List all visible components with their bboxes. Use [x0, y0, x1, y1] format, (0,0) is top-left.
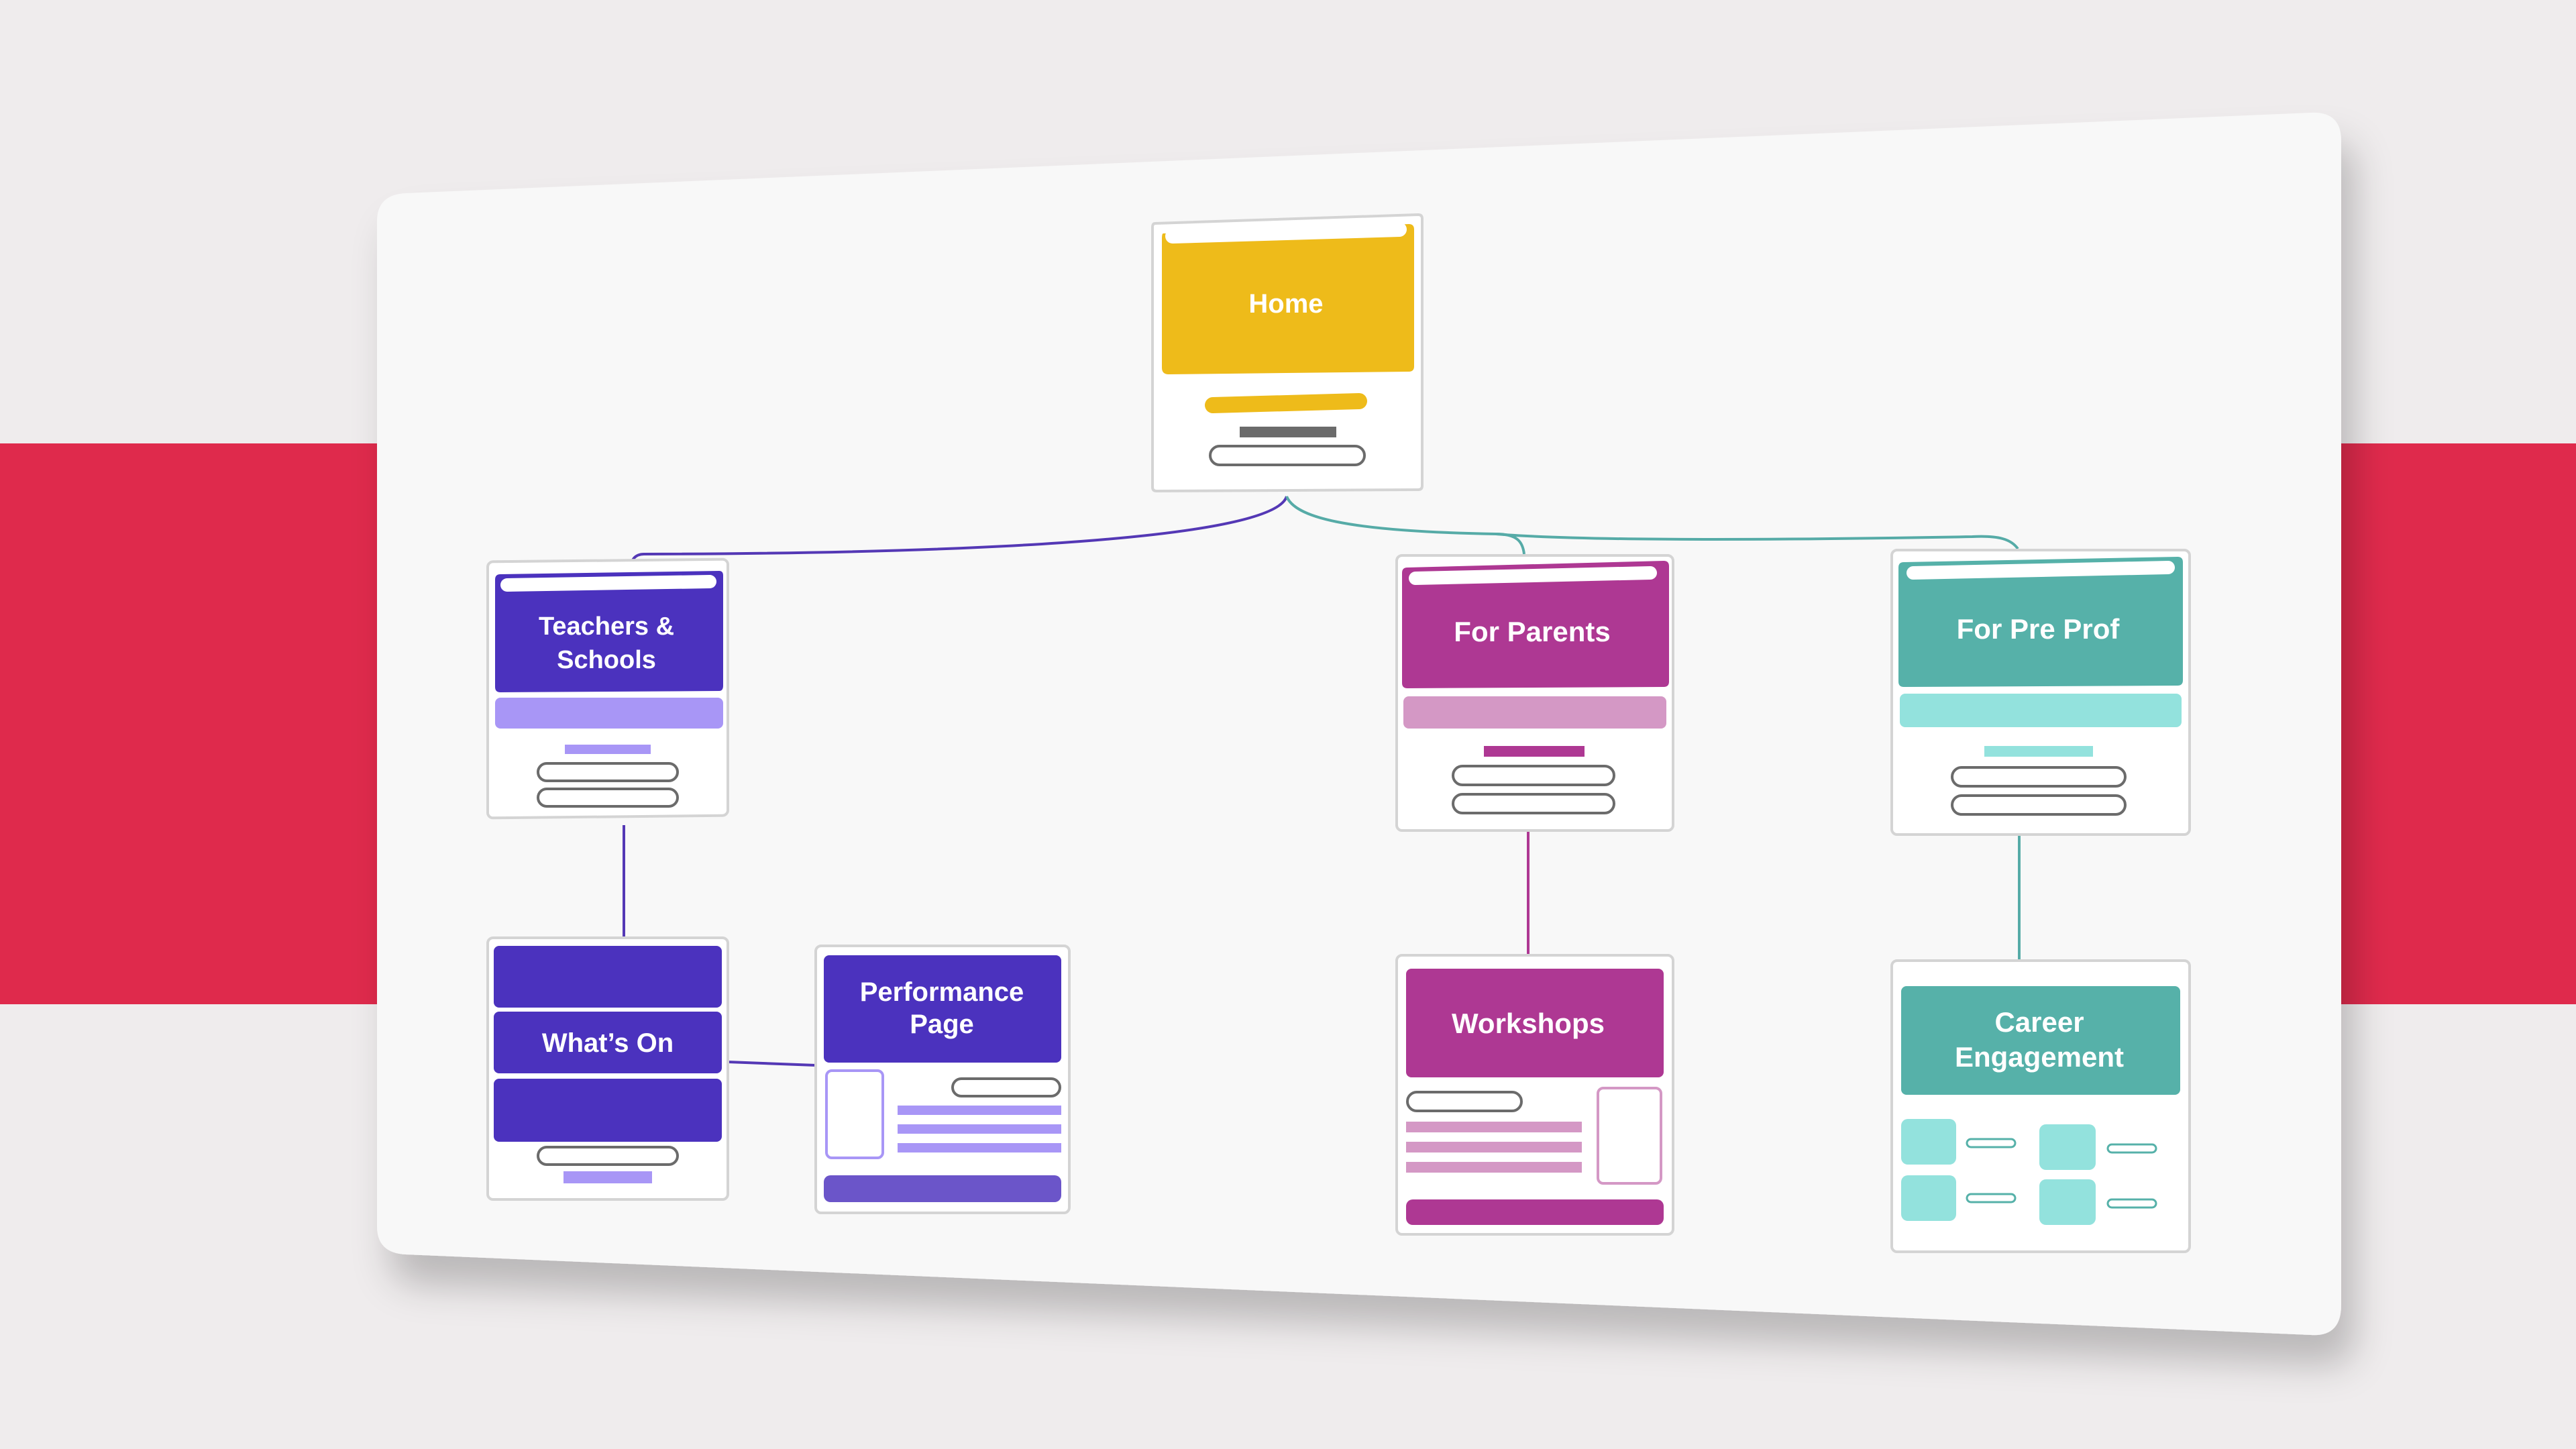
connector-parents-preprof	[1495, 533, 2019, 550]
node-career-engagement[interactable]: Career Engagement	[1890, 959, 2191, 1253]
performance-label-line2: Page	[910, 1010, 974, 1039]
workshops-label: Workshops	[1452, 1008, 1605, 1039]
teachers-label-line1: Teachers &	[539, 612, 674, 641]
node-performance-page[interactable]: Performance Page	[814, 945, 1071, 1214]
connector-lines	[623, 496, 2021, 1067]
node-whats-on[interactable]: What’s On	[486, 936, 729, 1201]
performance-label-line1: Performance	[860, 977, 1024, 1007]
node-teachers-schools[interactable]: Teachers & Schools	[486, 557, 729, 820]
career-label-line1: Career	[1994, 1006, 2084, 1038]
node-for-pre-prof[interactable]: For Pre Prof	[1890, 549, 2191, 836]
parents-label: For Parents	[1454, 616, 1610, 647]
home-label: Home	[1248, 289, 1323, 319]
whatson-label: What’s On	[542, 1028, 674, 1058]
career-label-line2: Engagement	[1955, 1041, 2124, 1073]
connector-home-parents	[1285, 496, 1525, 555]
node-for-parents[interactable]: For Parents	[1395, 554, 1674, 832]
connector-whatson-performance	[727, 1061, 816, 1067]
connector-home-teachers	[629, 496, 1288, 568]
node-workshops[interactable]: Workshops	[1395, 954, 1674, 1236]
preprof-label: For Pre Prof	[1957, 613, 2121, 645]
teachers-label-line2: Schools	[557, 646, 656, 674]
node-home[interactable]: Home	[1151, 213, 1424, 493]
